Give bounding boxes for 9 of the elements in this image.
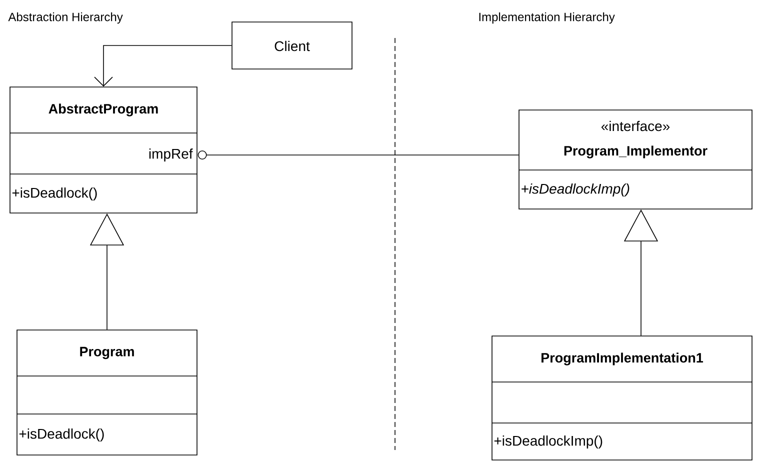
arrow [94,45,232,87]
class-box: AbstractProgram impRef +isDeadlock() [10,86,198,214]
class-box: ProgramImplementation1 +isDeadlockImp() [492,336,752,460]
association-line [198,150,519,160]
section-label: Abstraction Hierarchy [8,12,123,24]
section-label: Implementation Hierarchy [479,12,615,24]
actor-box: Client [232,22,352,70]
interface-box: «interface» Program_Implementor +isDeadlockImp() [518,110,752,210]
class-box: Program +isDeadlock() [16,330,198,456]
